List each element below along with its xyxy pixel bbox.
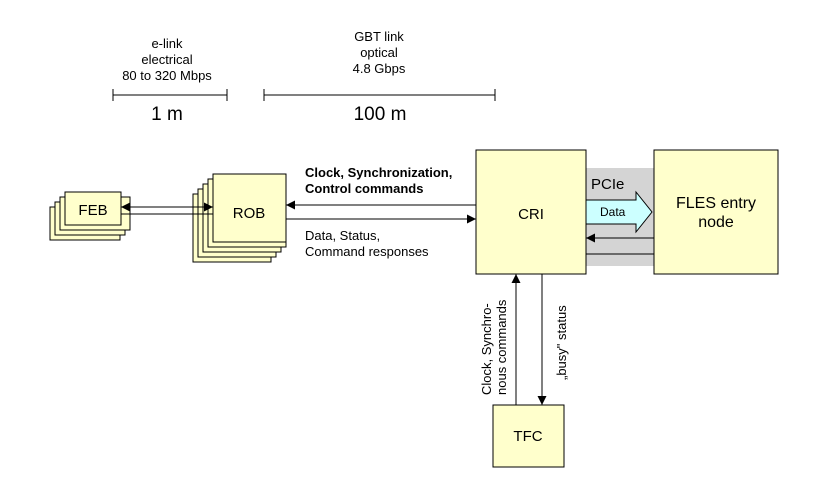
gbt-scale: GBT link optical 4.8 Gbps 100 m <box>263 29 496 125</box>
elink-rate: 80 to 320 Mbps <box>122 68 212 83</box>
control-label-line1: Clock, Synchronization, <box>305 165 452 180</box>
rob-box <box>212 173 287 243</box>
cri-box <box>475 149 587 275</box>
rob-stack: ROB <box>192 173 287 263</box>
elink-scale: e-link electrical 80 to 320 Mbps 1 m <box>112 36 228 125</box>
pcie-data-arrow <box>585 190 653 234</box>
data-label-line1: Data, Status, <box>305 228 380 243</box>
elink-title: e-link <box>151 36 183 51</box>
busy-status-label: „busy" status <box>554 305 569 380</box>
fles-label-line2: node <box>698 214 734 231</box>
feb-label: FEB <box>78 202 107 219</box>
pcie-label: PCIe <box>591 176 624 193</box>
feb-stack: FEB <box>49 191 131 241</box>
pcie-data-label: Data <box>600 205 626 219</box>
feb-box <box>64 191 122 226</box>
rob-label: ROB <box>233 205 266 222</box>
tfc-clock-label-line2: nous commands <box>494 299 509 395</box>
elink-length: 1 m <box>151 104 183 125</box>
gbt-title: GBT link <box>354 29 404 44</box>
tfc-box <box>492 404 565 468</box>
fles-label-line1: FLES entry <box>676 195 756 212</box>
fles-entry-node-box <box>653 149 779 275</box>
elink-type: electrical <box>141 52 192 67</box>
data-label-line2: Command responses <box>305 244 429 259</box>
gbt-rate: 4.8 Gbps <box>353 61 406 76</box>
gbt-length: 100 m <box>354 104 407 125</box>
control-label-line2: Control commands <box>305 181 423 196</box>
tfc-label: TFC <box>513 428 542 445</box>
cri-label: CRI <box>518 206 544 223</box>
gbt-type: optical <box>360 45 398 60</box>
tfc-clock-label-line1: Clock, Synchro- <box>479 303 494 395</box>
